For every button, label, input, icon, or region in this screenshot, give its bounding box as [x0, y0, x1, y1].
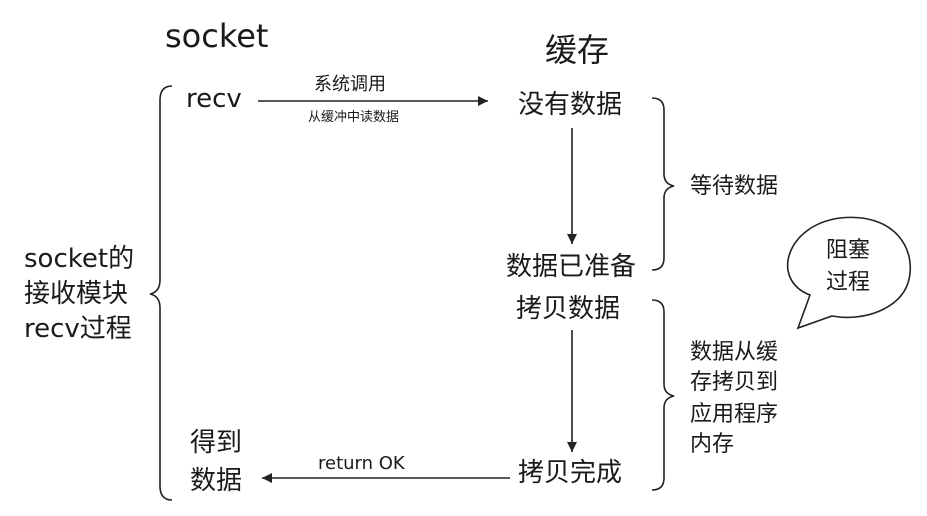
copy-label-line2: 存拷贝到 — [690, 370, 779, 395]
copy-brace — [651, 299, 675, 491]
copy-data-state: 拷贝数据 — [516, 294, 621, 324]
return-ok-label: return OK — [318, 453, 405, 474]
blocking-bubble — [786, 216, 912, 330]
got-data-line1: 得到 — [190, 428, 243, 458]
left-label-line1: socket的 — [24, 244, 135, 274]
wait-brace — [651, 97, 675, 271]
syscall-label: 系统调用 — [314, 74, 386, 95]
no-data-state: 没有数据 — [518, 90, 623, 120]
socket-header: socket — [165, 17, 269, 55]
copy-label-line1: 数据从缓 — [690, 340, 779, 365]
left-brace — [149, 85, 173, 501]
left-label-line3: recv过程 — [24, 314, 132, 344]
copy-label-line3: 应用程序 — [690, 402, 779, 427]
cache-header: 缓存 — [545, 31, 610, 69]
wait-data-label: 等待数据 — [690, 174, 779, 199]
got-data-line2: 数据 — [190, 466, 243, 496]
read-from-cache-label: 从缓冲中读数据 — [308, 110, 400, 125]
bubble-line2: 过程 — [826, 270, 871, 295]
copy-label-line4: 内存 — [690, 432, 735, 457]
left-label-line2: 接收模块 — [24, 279, 129, 309]
recv-label: recv — [186, 84, 242, 114]
bubble-line1: 阻塞 — [826, 238, 871, 263]
data-ready-state: 数据已准备 — [506, 252, 637, 282]
copy-done-state: 拷贝完成 — [518, 458, 623, 488]
